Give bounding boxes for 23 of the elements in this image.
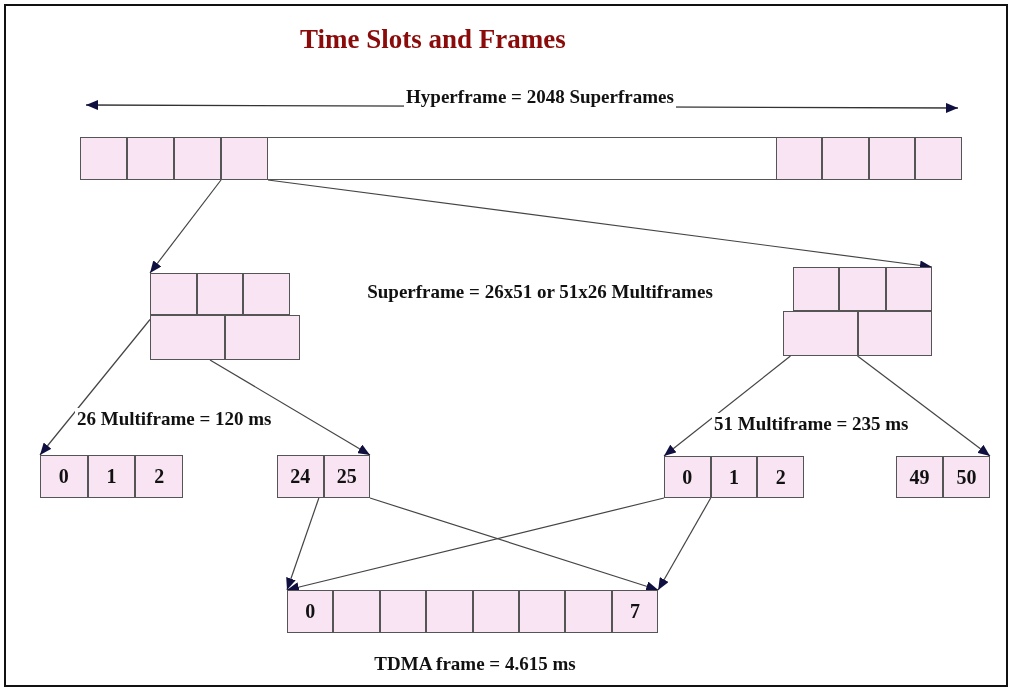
slot-cell: 50: [943, 456, 990, 498]
arrow: [663, 355, 792, 457]
arrow: [369, 497, 659, 592]
arrow: [209, 359, 371, 456]
arrow: [657, 497, 712, 591]
arrow: [286, 497, 320, 591]
slot-cell: 0: [664, 456, 711, 498]
slot-cell: 1: [87, 455, 136, 498]
slot-cell: 2: [757, 456, 805, 498]
slot-cell: 0: [287, 590, 334, 633]
arrow: [286, 497, 665, 592]
slot-cell: 0: [40, 455, 88, 498]
arrow: [39, 318, 151, 456]
slot-cell: 49: [896, 456, 943, 498]
slot-cell: 1: [710, 456, 758, 498]
frame-bar: [80, 137, 962, 180]
slot-cell: 2: [135, 455, 184, 498]
slot-cell: 25: [323, 455, 370, 498]
arrow: [149, 179, 222, 274]
arrow: [856, 355, 991, 457]
slot-cell: 24: [277, 455, 324, 498]
diagram-title: Time Slots and Frames: [300, 24, 566, 55]
slot-cell: 7: [611, 590, 659, 633]
